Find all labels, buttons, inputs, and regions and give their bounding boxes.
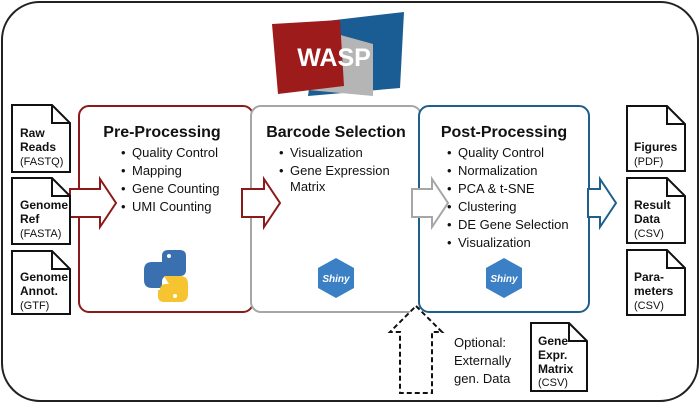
svg-text:Gene: Gene: [538, 334, 568, 348]
svg-text:(CSV): (CSV): [634, 300, 664, 312]
svg-text:•: •: [447, 217, 452, 232]
svg-text:Optional:: Optional:: [454, 335, 506, 350]
svg-text:•: •: [447, 145, 452, 160]
svg-text:Shiny: Shiny: [322, 274, 350, 285]
svg-text:Shiny: Shiny: [490, 274, 518, 285]
svg-text:Para-: Para-: [634, 270, 664, 284]
svg-text:Figures: Figures: [634, 140, 678, 154]
svg-text:•: •: [447, 235, 452, 250]
list-item: PCA & t-SNE: [458, 181, 535, 196]
svg-text:•: •: [121, 199, 126, 214]
svg-text:(CSV): (CSV): [634, 228, 664, 240]
list-item: Gene Counting: [132, 181, 219, 196]
svg-text:Raw: Raw: [20, 126, 45, 140]
svg-text:(CSV): (CSV): [538, 377, 568, 389]
stage-pre-processing-list: • Quality Control • Mapping • Gene Count…: [121, 145, 219, 214]
list-item: Quality Control: [132, 145, 218, 160]
svg-text:•: •: [121, 181, 126, 196]
svg-text:(GTF): (GTF): [20, 300, 49, 312]
arrow-to-outputs: [587, 175, 618, 231]
svg-text:•: •: [447, 163, 452, 178]
input-doc-genome-ref: Genome Ref (FASTA): [11, 177, 71, 245]
wasp-logo: WASP: [272, 12, 404, 96]
svg-text:Reads: Reads: [20, 140, 56, 154]
list-item: Normalization: [458, 163, 537, 178]
shiny-icon: Shiny: [318, 258, 354, 298]
svg-text:•: •: [121, 163, 126, 178]
arrow-into-post-processing: [411, 175, 450, 231]
stage-post-processing-list: • Quality Control • Normalization • PCA …: [447, 145, 569, 250]
svg-text:•: •: [121, 145, 126, 160]
svg-text:(FASTA): (FASTA): [20, 228, 61, 240]
svg-text:Genome: Genome: [20, 270, 68, 284]
svg-text:•: •: [447, 181, 452, 196]
list-item: Clustering: [458, 199, 517, 214]
list-item: Mapping: [132, 163, 182, 178]
svg-text:gen. Data: gen. Data: [454, 371, 511, 386]
input-doc-genome-annot: Genome Annot. (GTF): [11, 250, 71, 315]
stage-barcode-selection-title: Barcode Selection: [266, 124, 406, 141]
svg-text:Data: Data: [634, 212, 660, 226]
stage-pre-processing-title: Pre-Processing: [103, 124, 220, 141]
list-item: Visualization: [290, 145, 363, 160]
output-doc-parameters: Para- meters (CSV): [626, 249, 686, 316]
list-item: DE Gene Selection: [458, 217, 569, 232]
svg-text:Externally: Externally: [454, 353, 512, 368]
svg-text:Ref: Ref: [20, 212, 40, 226]
list-item: Gene Expression: [290, 163, 390, 178]
svg-text:•: •: [447, 199, 452, 214]
svg-text:•: •: [279, 145, 284, 160]
svg-text:Annot.: Annot.: [20, 284, 58, 298]
svg-text:Genome: Genome: [20, 198, 68, 212]
svg-text:meters: meters: [634, 284, 674, 298]
arrow-into-pre-processing: [69, 175, 118, 231]
list-item: Quality Control: [458, 145, 544, 160]
list-item: Matrix: [290, 179, 326, 194]
python-icon: [144, 250, 188, 302]
svg-text:Matrix: Matrix: [538, 362, 574, 376]
list-item: UMI Counting: [132, 199, 211, 214]
output-doc-figures: Figures (PDF): [626, 105, 686, 172]
svg-text:(PDF): (PDF): [634, 156, 663, 168]
optional-input-arrow: [387, 304, 445, 394]
svg-text:•: •: [279, 163, 284, 178]
svg-text:Result: Result: [634, 198, 671, 212]
logo-text: WASP: [297, 44, 371, 72]
external-doc-gene-expr-matrix: Gene Expr. Matrix (CSV): [530, 322, 588, 392]
svg-text:(FASTQ): (FASTQ): [20, 156, 63, 168]
shiny-icon: Shiny: [486, 258, 522, 298]
optional-note: Optional: Externally gen. Data: [454, 335, 512, 386]
svg-text:Expr.: Expr.: [538, 348, 567, 362]
list-item: Visualization: [458, 235, 531, 250]
stage-barcode-selection-list: • Visualization • Gene Expression Matrix: [279, 145, 390, 194]
stage-post-processing-title: Post-Processing: [441, 124, 567, 141]
input-doc-raw-reads: Raw Reads (FASTQ): [11, 104, 71, 173]
arrow-into-barcode-selection: [241, 175, 282, 231]
output-doc-result-data: Result Data (CSV): [626, 177, 686, 244]
